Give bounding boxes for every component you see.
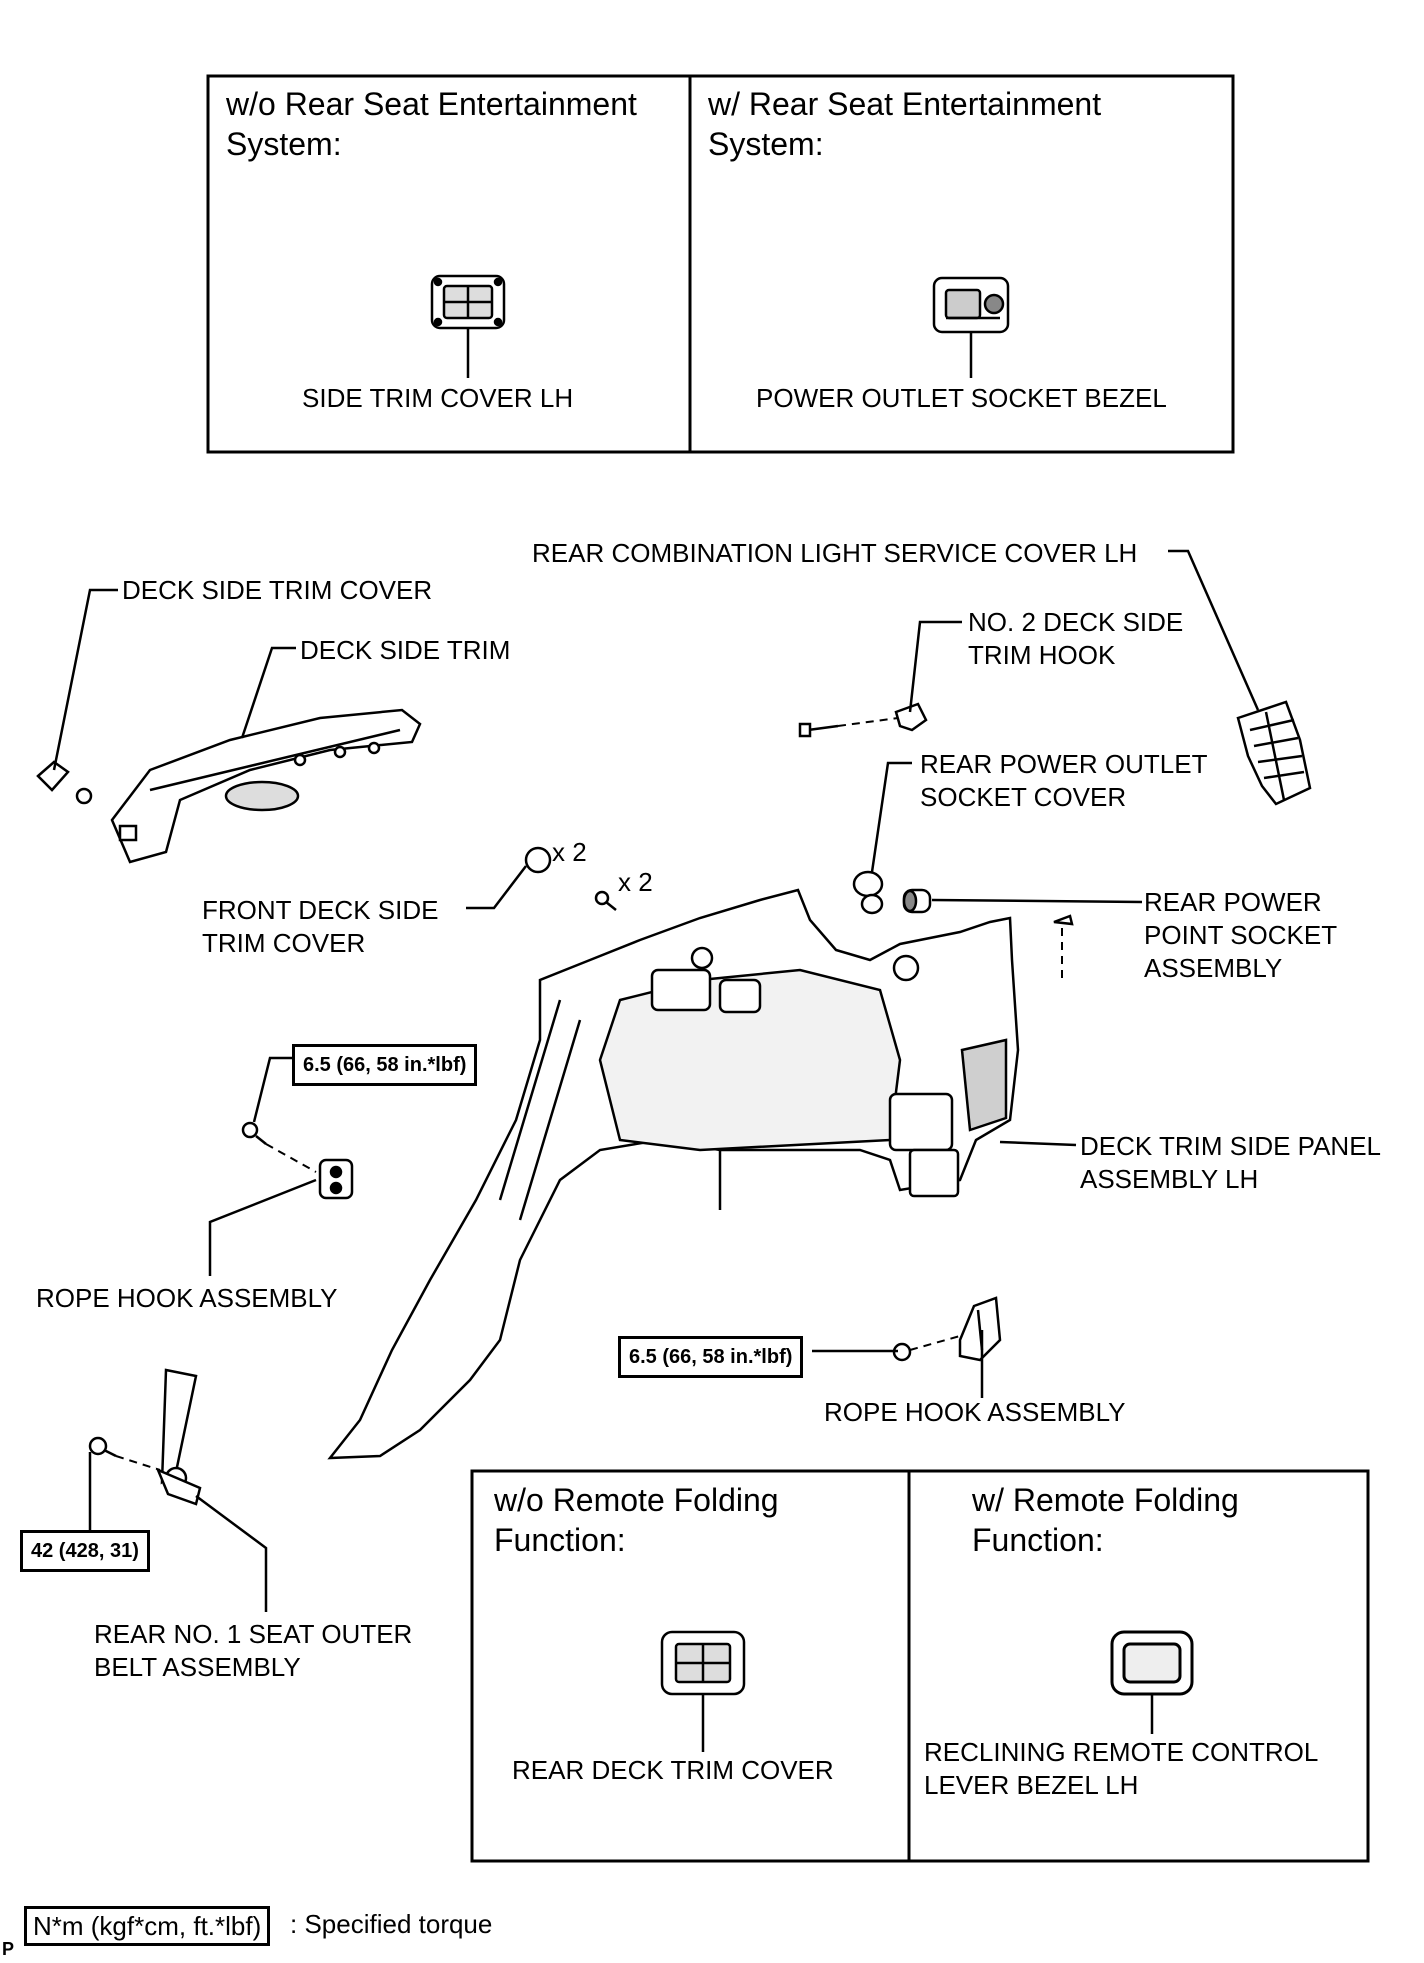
bottom-left-heading: w/o Remote Folding Function:	[494, 1482, 779, 1558]
rope-hook-right-label: ROPE HOOK ASSEMBLY	[824, 1397, 1126, 1427]
power-outlet-bezel-icon	[932, 276, 1010, 334]
seat-belt-label: REAR NO. 1 SEAT OUTER BELT ASSEMBLY	[94, 1619, 413, 1682]
clip-icon	[524, 846, 552, 874]
power-point-socket-icon	[902, 888, 932, 914]
rope-hook-left-label: ROPE HOOK ASSEMBLY	[36, 1283, 338, 1313]
leader-lines	[52, 549, 1260, 1612]
rope-hook-icon	[318, 1158, 354, 1200]
bottom-panel-frame	[470, 1469, 1370, 1863]
seat-belt-icon	[155, 1368, 202, 1506]
torque-rope-hook-right: 6.5 (66, 58 in.*lbf)	[618, 1336, 804, 1378]
lever-bezel-icon	[1110, 1630, 1194, 1696]
rope-hook-icon	[958, 1296, 1002, 1362]
front-deck-side-trim-cover-label: FRONT DECK SIDE TRIM COVER	[202, 895, 439, 958]
screw-icon	[594, 890, 617, 911]
corner-mark: P	[2, 1939, 15, 1959]
screw-icon	[1053, 914, 1074, 926]
torque-legend-unit: N*m (kgf*cm, ft.*lbf)	[24, 1906, 271, 1946]
rear-deck-trim-cover-label: REAR DECK TRIM COVER	[512, 1755, 834, 1785]
torque-seat-belt: 42 (428, 31)	[20, 1530, 150, 1572]
clip-count: x 2	[552, 837, 587, 867]
torque-legend-description: : Specified torque	[290, 1909, 493, 1939]
deck-trim-side-panel-label: DECK TRIM SIDE PANEL ASSEMBLY LH	[1080, 1131, 1381, 1194]
side-trim-cover-label: SIDE TRIM COVER LH	[302, 383, 574, 413]
bolt-icon	[241, 1121, 267, 1145]
service-cover-label: REAR COMBINATION LIGHT SERVICE COVER LH	[532, 538, 1138, 568]
deck-side-trim-cover-label: DECK SIDE TRIM COVER	[122, 575, 433, 605]
socket-cover-label: REAR POWER OUTLET SOCKET COVER	[920, 749, 1208, 812]
deck-side-trim-cover-icon	[36, 760, 70, 792]
screw-count: x 2	[618, 867, 653, 897]
side-trim-cover-icon	[430, 274, 506, 330]
bottom-right-heading: w/ Remote Folding Function:	[972, 1482, 1239, 1558]
socket-cover-icon	[852, 870, 884, 915]
rear-deck-trim-cover-icon	[660, 1630, 746, 1696]
trim-hook-icon	[894, 702, 928, 732]
top-right-heading: w/ Rear Seat Entertainment System:	[708, 86, 1102, 162]
top-left-heading: w/o Rear Seat Entertainment System:	[226, 86, 637, 162]
deck-side-trim-icon	[110, 708, 422, 864]
trim-hook-label: NO. 2 DECK SIDE TRIM HOOK	[968, 607, 1184, 670]
torque-rope-hook-left: 6.5 (66, 58 in.*lbf)	[292, 1044, 478, 1086]
deck-side-trim-label: DECK SIDE TRIM	[300, 635, 511, 665]
bolt-icon	[88, 1436, 117, 1458]
deck-trim-side-panel-icon	[327, 888, 1020, 1460]
top-panel-frame	[206, 74, 1235, 454]
screw-icon	[798, 722, 839, 738]
power-point-socket-label: REAR POWER POINT SOCKET ASSEMBLY	[1144, 887, 1337, 983]
service-cover-icon	[1236, 700, 1312, 806]
power-outlet-bezel-label: POWER OUTLET SOCKET BEZEL	[756, 383, 1167, 413]
lever-bezel-label: RECLINING REMOTE CONTROL LEVER BEZEL LH	[924, 1737, 1318, 1800]
